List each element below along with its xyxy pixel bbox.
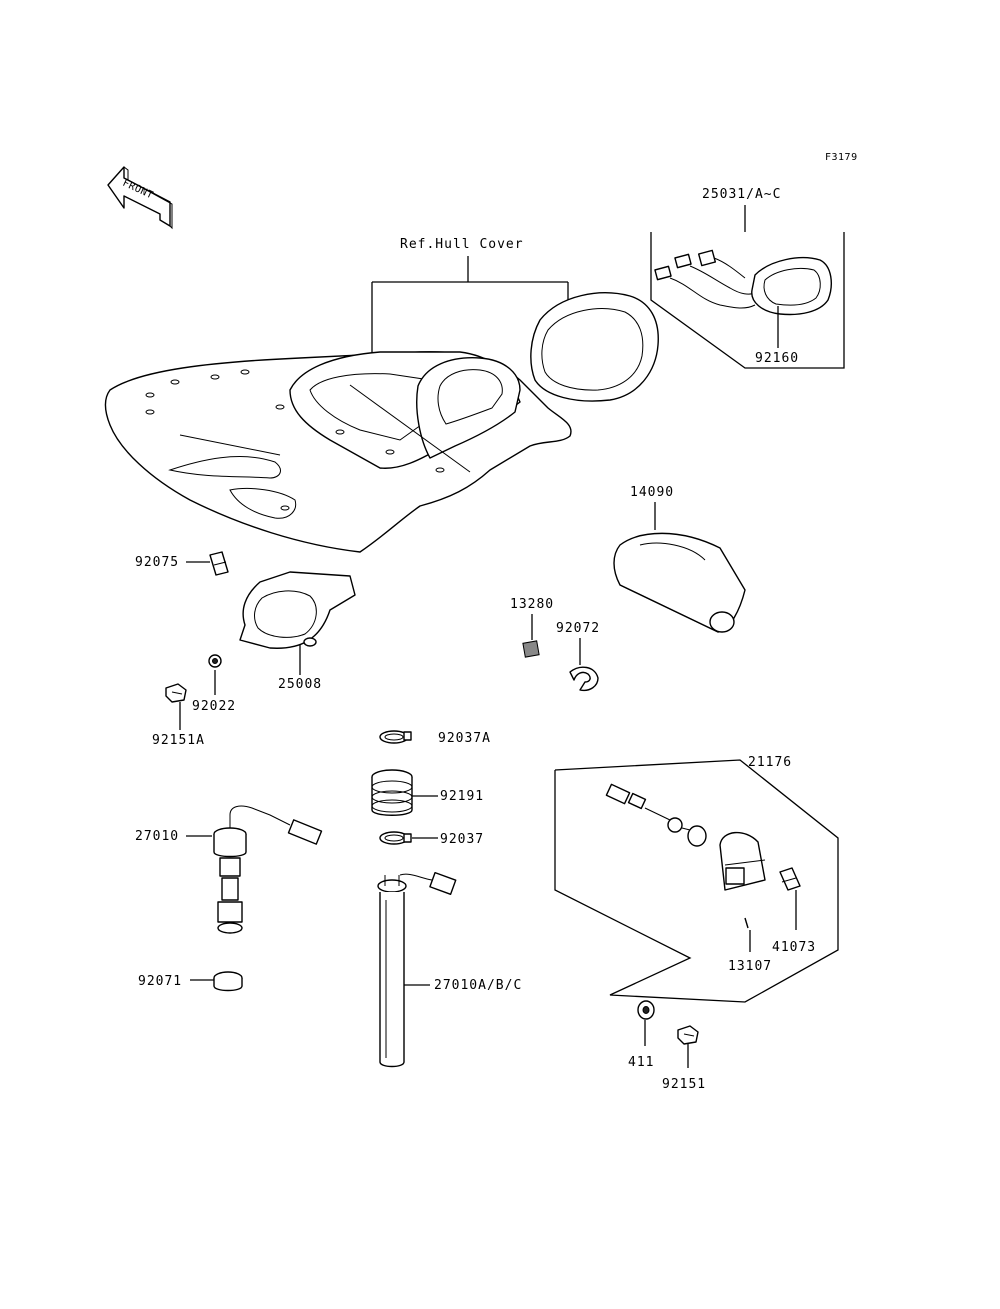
label-92160: 92160 bbox=[755, 351, 799, 366]
label-92037: 92037 bbox=[440, 832, 484, 847]
label-92075: 92075 bbox=[135, 555, 179, 570]
label-25008: 25008 bbox=[278, 677, 322, 692]
label-27010: 27010 bbox=[135, 829, 179, 844]
ring-92071 bbox=[213, 971, 243, 992]
bolt-92151 bbox=[677, 1025, 699, 1045]
meter-bezel bbox=[530, 292, 659, 402]
label-92037A: 92037A bbox=[438, 731, 491, 746]
label-21176: 21176 bbox=[748, 755, 792, 770]
washer-411 bbox=[637, 1000, 655, 1020]
clip-92075 bbox=[209, 551, 229, 576]
fuel-gauge-27010 bbox=[213, 805, 323, 934]
cover-14090 bbox=[613, 532, 746, 633]
grommet-92191 bbox=[371, 769, 413, 816]
figure-code: F3179 bbox=[825, 152, 858, 163]
clip-41073 bbox=[779, 867, 801, 891]
switch-assembly-box bbox=[554, 759, 839, 1003]
label-41073: 41073 bbox=[772, 940, 816, 955]
meter-assembly-box bbox=[650, 232, 845, 369]
label-92151: 92151 bbox=[662, 1077, 706, 1092]
clip-92072 bbox=[569, 666, 599, 692]
label-13107: 13107 bbox=[728, 959, 772, 974]
label-92022: 92022 bbox=[192, 699, 236, 714]
label-25031: 25031/A~C bbox=[702, 187, 781, 202]
front-arrow-icon: FRONT bbox=[107, 166, 173, 230]
label-13280: 13280 bbox=[510, 597, 554, 612]
label-92191: 92191 bbox=[440, 789, 484, 804]
nut-92022 bbox=[208, 654, 222, 668]
label-92072: 92072 bbox=[556, 621, 600, 636]
clamp-92037 bbox=[379, 831, 412, 845]
ref-hull-cover-label: Ref.Hull Cover bbox=[400, 237, 524, 252]
bracket-25008 bbox=[239, 571, 356, 649]
label-92071: 92071 bbox=[138, 974, 182, 989]
clamp-92037A bbox=[379, 730, 412, 744]
label-27010ABC: 27010A/B/C bbox=[434, 978, 522, 993]
switch-assembly-21176 bbox=[605, 783, 766, 891]
fuel-sender-27010ABC bbox=[377, 871, 457, 1068]
label-92151A: 92151A bbox=[152, 733, 205, 748]
bolt-92151A bbox=[165, 683, 187, 703]
label-14090: 14090 bbox=[630, 485, 674, 500]
hull-cover bbox=[104, 351, 572, 553]
pad-13280 bbox=[522, 640, 540, 658]
meter-assembly bbox=[654, 249, 832, 316]
label-411: 411 bbox=[628, 1055, 654, 1070]
pin-13107 bbox=[744, 917, 749, 929]
